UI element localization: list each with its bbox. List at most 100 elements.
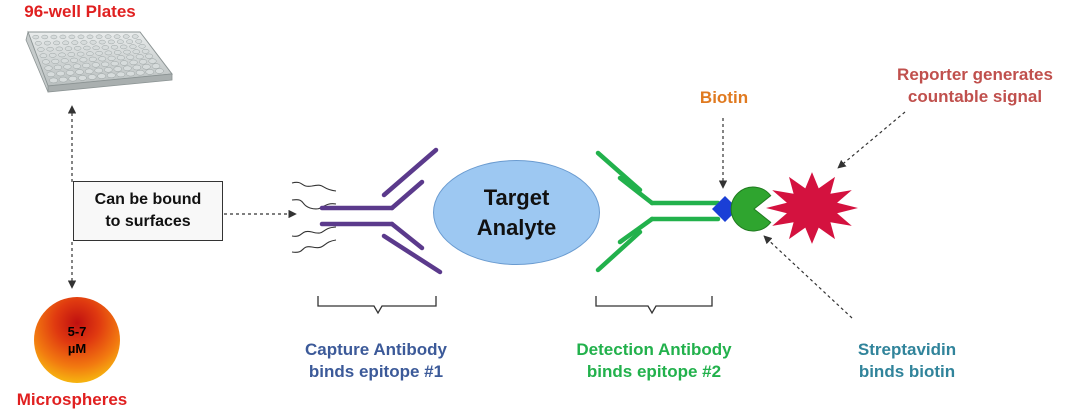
well xyxy=(56,70,65,77)
well xyxy=(101,45,109,50)
reporter-starburst xyxy=(766,172,858,244)
well xyxy=(113,50,122,55)
surface-binding-box: Can be bound to surfaces xyxy=(73,181,223,241)
well xyxy=(116,55,125,61)
well xyxy=(43,40,51,46)
well xyxy=(78,75,87,81)
analyte-line2: Analyte xyxy=(476,214,557,240)
well xyxy=(65,70,75,76)
well xyxy=(77,34,85,39)
strep-label-line1: Streptavidin xyxy=(857,340,957,359)
well xyxy=(53,40,61,46)
well xyxy=(120,60,129,66)
well xyxy=(39,53,48,59)
surface-box-line2: to surfaces xyxy=(105,213,191,230)
well xyxy=(53,64,62,71)
well xyxy=(132,49,141,55)
well xyxy=(107,39,115,45)
well xyxy=(41,59,50,65)
well xyxy=(104,50,113,56)
well xyxy=(86,34,94,39)
well xyxy=(55,46,63,52)
plates-label: 96-well Plates xyxy=(24,2,136,21)
well xyxy=(58,52,66,58)
well xyxy=(116,39,124,44)
well xyxy=(126,70,135,77)
well xyxy=(126,54,135,60)
well xyxy=(37,47,45,52)
well xyxy=(155,68,164,74)
microsphere: 5-7 µM xyxy=(34,297,120,383)
well xyxy=(129,59,138,66)
strep-label-line2: binds biotin xyxy=(858,362,956,381)
biotin-diamond xyxy=(712,196,738,222)
well xyxy=(135,54,144,60)
well xyxy=(142,64,151,70)
well xyxy=(132,64,142,71)
well xyxy=(135,39,143,44)
well xyxy=(82,62,91,69)
well xyxy=(50,34,58,40)
reporter-label-line2: countable signal xyxy=(907,87,1043,106)
detection-antibody xyxy=(595,150,721,273)
arrow-to-streptavidin xyxy=(763,235,853,319)
well xyxy=(84,68,94,75)
capture-label-line2: binds epitope #1 xyxy=(308,362,444,381)
well xyxy=(46,46,54,52)
capture-antibody-label: Capture Antibody binds epitope #1 xyxy=(286,339,466,383)
well xyxy=(58,76,68,83)
well xyxy=(76,51,85,57)
well xyxy=(92,45,100,51)
well xyxy=(122,34,130,39)
well xyxy=(113,34,121,39)
well xyxy=(60,58,69,64)
detection-antibody-label: Detection Antibody binds epitope #2 xyxy=(556,339,752,383)
target-analyte: Target Analyte xyxy=(433,160,600,265)
well xyxy=(123,49,131,55)
well xyxy=(51,58,60,64)
well xyxy=(89,40,97,45)
well xyxy=(110,44,119,50)
well xyxy=(116,71,126,78)
well xyxy=(44,65,53,71)
well xyxy=(91,62,100,68)
well xyxy=(46,71,56,78)
well xyxy=(141,48,150,54)
well xyxy=(98,39,106,45)
well xyxy=(72,63,81,69)
well xyxy=(104,67,113,73)
well xyxy=(75,69,84,75)
well xyxy=(107,55,116,61)
well xyxy=(110,60,119,67)
well xyxy=(32,34,40,40)
well xyxy=(120,44,128,50)
well xyxy=(59,34,67,40)
sphere-size-line2: µM xyxy=(67,341,87,356)
well xyxy=(68,34,76,40)
well xyxy=(131,34,139,39)
well xyxy=(123,65,132,72)
well xyxy=(148,58,157,64)
well xyxy=(126,39,134,44)
biotin-label: Biotin xyxy=(699,88,749,107)
well xyxy=(48,52,57,58)
well xyxy=(129,44,137,49)
surface-squiggles xyxy=(291,181,337,253)
well xyxy=(113,66,123,72)
detection-label-line2: binds epitope #2 xyxy=(586,362,722,381)
well xyxy=(71,40,79,45)
well xyxy=(106,72,116,79)
well xyxy=(64,46,73,51)
streptavidin-label: Streptavidin binds biotin xyxy=(842,339,972,383)
well xyxy=(101,61,110,67)
well xyxy=(34,41,42,46)
well xyxy=(145,53,154,59)
well xyxy=(70,57,79,63)
reporter-label: Reporter generates countable signal xyxy=(880,64,1070,108)
well xyxy=(62,40,70,46)
well xyxy=(95,50,103,56)
detection-bracket xyxy=(595,296,713,315)
well xyxy=(145,69,155,75)
well xyxy=(135,69,145,76)
